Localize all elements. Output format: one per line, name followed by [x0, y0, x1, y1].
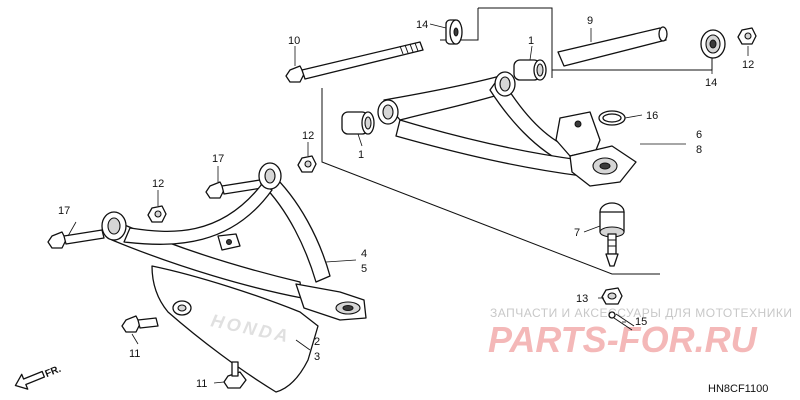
nut-13: [601, 287, 623, 305]
cotter-pin-15: [608, 311, 635, 331]
nut-12-top: [737, 27, 757, 45]
bolt-17-upper: [205, 179, 263, 199]
callout-3: 3: [314, 351, 320, 363]
callout-17-lower: 17: [58, 205, 70, 217]
callout-16: 16: [646, 110, 658, 122]
callout-5: 5: [361, 263, 367, 275]
upper-arm-6-8: [377, 71, 637, 187]
callout-4: 4: [361, 248, 367, 260]
leader-lines: [67, 23, 749, 384]
callout-6: 6: [696, 129, 702, 141]
callout-13: 13: [576, 293, 588, 305]
callout-15: 15: [635, 316, 647, 328]
pivot-shaft-9: [557, 26, 668, 67]
skid-plate-2-3: HONDA: [151, 265, 319, 393]
snap-ring-16: [598, 110, 626, 126]
callout-10: 10: [288, 35, 300, 47]
nut-12-mid: [297, 155, 317, 173]
watermark-tagline: ЗАПЧАСТИ И АКСЕССУАРЫ ДЛЯ МОТОТЕХНИКИ: [490, 306, 792, 320]
callout-1-lower: 1: [358, 149, 364, 161]
callout-9: 9: [587, 15, 593, 27]
washer-14-left: [445, 19, 463, 45]
callout-2: 2: [314, 336, 320, 348]
bushing-1-upper: [513, 59, 547, 81]
lower-arm-4-5: [101, 162, 367, 321]
callout-12-mid: 12: [302, 130, 314, 142]
diagram-code: HN8CF1100: [708, 383, 768, 395]
callout-14-right: 14: [705, 77, 717, 89]
callout-14-left: 14: [416, 19, 428, 31]
upper-arm-group-outline: [321, 7, 713, 275]
washer-14-right: [700, 29, 726, 59]
callout-8: 8: [696, 144, 702, 156]
callouts: 14 10 9 1 14 12 16 12 1 6 8 17 12 17 7 4…: [58, 15, 754, 390]
long-bolt-10: [285, 41, 424, 83]
callout-1-upper: 1: [528, 35, 534, 47]
watermark-site: PARTS-FOR.RU: [488, 319, 758, 360]
direction-label: FR.: [44, 364, 63, 380]
callout-11-mid: 11: [129, 348, 140, 360]
callout-11-bottom: 11: [196, 378, 207, 390]
bolt-17-lower: [47, 229, 105, 249]
bolt-11-mid: [121, 315, 159, 333]
nut-12-left: [147, 205, 167, 223]
arrow-left-icon: [14, 370, 46, 390]
ball-joint-7: [599, 202, 625, 267]
callout-12-top: 12: [742, 59, 754, 71]
callout-7: 7: [574, 227, 580, 239]
front-direction-arrow: FR.: [14, 364, 63, 390]
callout-12-left: 12: [152, 178, 164, 190]
callout-17-upper: 17: [212, 153, 224, 165]
bushing-1-lower: [341, 111, 375, 135]
